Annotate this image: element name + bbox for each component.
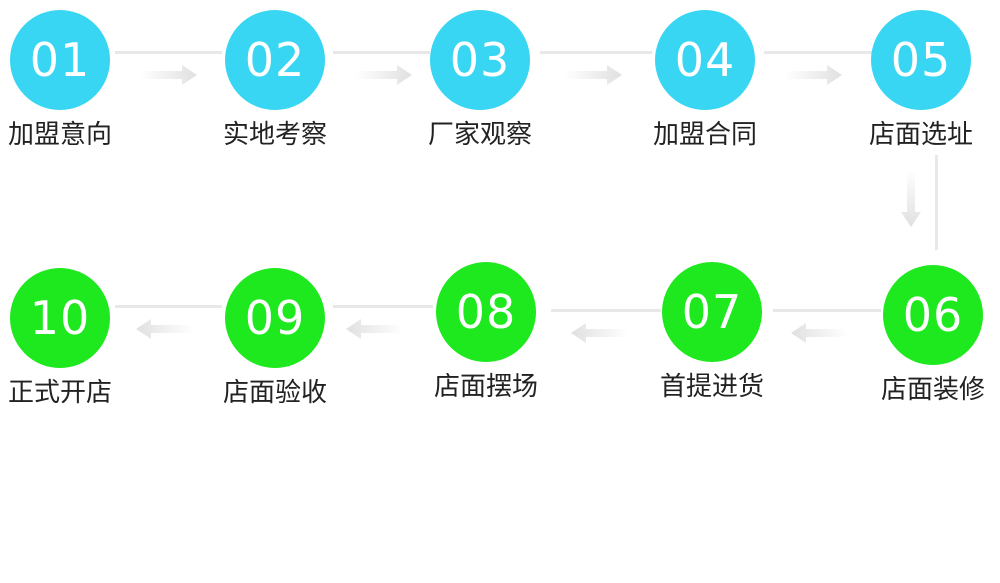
connector-line-1-2 xyxy=(115,51,222,54)
step-06: 06 店面装修 xyxy=(863,265,1000,425)
step-number-badge: 01 xyxy=(10,10,110,110)
connector-line-9-8 xyxy=(333,305,433,308)
step-07: 07 首提进货 xyxy=(642,262,782,422)
arrow-left-icon xyxy=(136,319,193,339)
step-number-badge: 05 xyxy=(871,10,971,110)
step-08: 08 店面摆场 xyxy=(416,262,556,422)
step-label: 店面验收 xyxy=(222,378,327,408)
step-01: 01 加盟意向 xyxy=(0,10,130,170)
arrow-left-icon xyxy=(346,319,403,339)
connector-line-3-4 xyxy=(540,51,652,54)
step-label: 店面摆场 xyxy=(433,372,538,402)
step-label: 正式开店 xyxy=(7,378,112,408)
arrow-right-icon xyxy=(785,65,842,85)
step-number-badge: 03 xyxy=(430,10,530,110)
step-03: 03 厂家观察 xyxy=(410,10,550,170)
step-number-badge: 06 xyxy=(883,265,983,365)
step-04: 04 加盟合同 xyxy=(635,10,775,170)
step-number-badge: 07 xyxy=(662,262,762,362)
arrow-down-icon xyxy=(901,170,921,227)
step-05: 05 店面选址 xyxy=(851,10,991,170)
step-label: 店面选址 xyxy=(868,120,973,150)
step-label: 实地考察 xyxy=(222,120,327,150)
connector-line-8-7 xyxy=(551,309,661,312)
step-number-badge: 08 xyxy=(436,262,536,362)
arrow-left-icon xyxy=(791,323,848,343)
arrow-right-icon xyxy=(140,65,197,85)
step-label: 加盟合同 xyxy=(652,120,757,150)
step-09: 09 店面验收 xyxy=(205,268,345,428)
step-label: 厂家观察 xyxy=(427,120,532,150)
arrow-right-icon xyxy=(355,65,412,85)
step-number-badge: 09 xyxy=(225,268,325,368)
connector-line-7-6 xyxy=(773,309,881,312)
connector-line-10-9 xyxy=(115,305,222,308)
step-label: 首提进货 xyxy=(659,372,764,402)
connector-line-5-6 xyxy=(935,155,938,250)
step-02: 02 实地考察 xyxy=(205,10,345,170)
step-number-badge: 04 xyxy=(655,10,755,110)
step-number-badge: 02 xyxy=(225,10,325,110)
arrow-left-icon xyxy=(571,323,628,343)
connector-line-2-3 xyxy=(333,51,430,54)
step-label: 加盟意向 xyxy=(7,120,112,150)
step-10: 10 正式开店 xyxy=(0,268,130,428)
step-label: 店面装修 xyxy=(880,375,985,405)
connector-line-4-5 xyxy=(764,51,872,54)
step-number-badge: 10 xyxy=(10,268,110,368)
arrow-right-icon xyxy=(565,65,622,85)
